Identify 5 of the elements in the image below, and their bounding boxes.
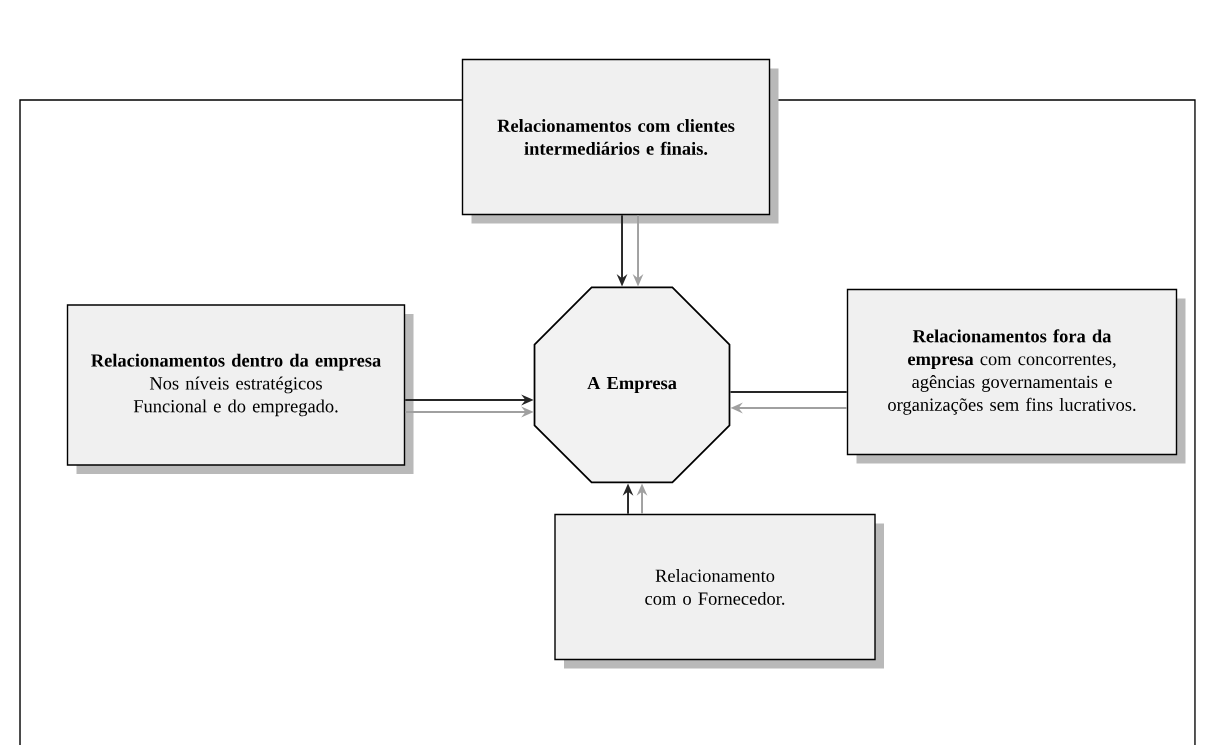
text-box: Relacionamentos com clientes intermediários e finais. <box>461 58 779 224</box>
octagon-node: A Empresa <box>533 286 731 484</box>
text-box: Relacionamento com o Fornecedor. <box>554 513 884 669</box>
text-box: Relacionamentos fora da empresa com concorrentes, agências governamentais e organizações sem fins lucrativos. <box>846 288 1186 464</box>
text-box: Relacionamentos dentro da empresa Nos níveis estratégicos Funcional e do empregado. <box>66 304 414 474</box>
